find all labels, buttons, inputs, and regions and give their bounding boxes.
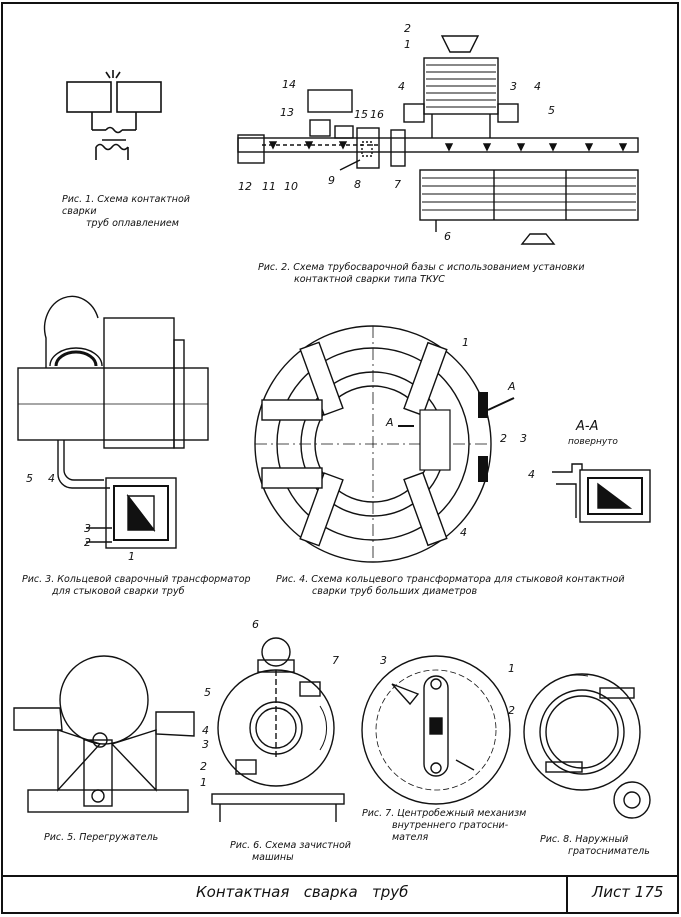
fig2-label-4b: 4 xyxy=(534,80,541,93)
fig8-caption-line2: гратосниматель xyxy=(568,846,650,857)
sheet-number: Лист 175 xyxy=(592,883,664,901)
fig3-caption-line1: Рис. 3. Кольцевой сварочный трансформато… xyxy=(22,574,251,585)
fig4-section-note: повернуто xyxy=(568,437,618,447)
fig2-label-3: 3 xyxy=(510,80,517,93)
fig3-label-4: 4 xyxy=(48,472,55,485)
fig2-caption: Рис. 2. Схема трубосварочной базы с испо… xyxy=(258,262,628,286)
fig2-label-6: 6 xyxy=(444,230,451,243)
fig3-labels: 1 2 3 4 5 xyxy=(26,472,135,563)
fig5-drawing xyxy=(13,655,195,813)
fig2-label-10: 10 xyxy=(284,180,298,193)
fig4-labels: 1 2 3 4 A A А-А повернуто 4 xyxy=(385,336,618,539)
fig8-caption-line1: Рис. 8. Наружный xyxy=(540,834,629,845)
fig7-label-1: 1 xyxy=(508,662,515,675)
fig2-label-14: 14 xyxy=(282,78,296,91)
fig3-drawing xyxy=(17,295,209,549)
fig4-section-title: А-А xyxy=(575,419,598,434)
fig3-caption-line2: для стыковой сварки труб xyxy=(52,586,185,597)
fig2-caption-line2: контактной сварки типа ТКУС xyxy=(294,274,445,285)
fig4-label-2: 2 xyxy=(500,432,507,445)
fig7-label-2: 2 xyxy=(508,704,515,717)
fig7-caption-line2: внутреннего гратосни- xyxy=(392,820,509,831)
fig2-label-4a: 4 xyxy=(398,80,405,93)
fig4-section-label-4: 4 xyxy=(528,468,535,481)
fig7-caption: Рис. 7. Центробежный механизм внутреннег… xyxy=(362,808,532,844)
fig8-drawing xyxy=(523,673,651,819)
fig1-caption: Рис. 1. Схема контактной сварки труб опл… xyxy=(62,194,212,230)
fig2-label-16: 16 xyxy=(370,108,384,121)
fig1-drawing xyxy=(66,70,162,160)
fig2-label-15: 15 xyxy=(354,108,368,121)
fig3-caption: Рис. 3. Кольцевой сварочный трансформато… xyxy=(22,574,262,598)
fig6-caption: Рис. 6. Схема зачистной машины xyxy=(230,840,370,864)
fig2-label-2: 2 xyxy=(404,22,411,35)
fig2-label-7: 7 xyxy=(394,178,401,191)
fig6-label-2: 2 xyxy=(200,760,207,773)
fig2-label-12: 12 xyxy=(238,180,252,193)
fig2-drawing xyxy=(237,35,639,245)
fig2-label-1: 1 xyxy=(404,38,411,51)
fig6-caption-line1: Рис. 6. Схема зачистной xyxy=(230,840,351,851)
fig2-label-5: 5 xyxy=(548,104,555,117)
fig7-caption-line3: мателя xyxy=(392,832,429,843)
fig6-labels: 1 2 3 4 5 6 7 xyxy=(200,618,339,789)
fig7-label-3: 3 xyxy=(380,654,387,667)
fig5-caption: Рис. 5. Перегружатель xyxy=(44,832,184,844)
fig7-caption-line1: Рис. 7. Центробежный механизм xyxy=(362,808,527,819)
fig3-label-1: 1 xyxy=(128,550,135,563)
fig4-caption: Рис. 4. Схема кольцевого трансформатора … xyxy=(276,574,666,598)
fig4-label-1: 1 xyxy=(462,336,469,349)
fig5-caption-line1: Рис. 5. Перегружатель xyxy=(44,832,159,843)
fig4-drawing xyxy=(254,325,651,563)
fig2-label-11: 11 xyxy=(262,180,276,193)
fig6-label-1: 1 xyxy=(200,776,207,789)
fig3-label-5: 5 xyxy=(26,472,33,485)
fig2-label-9: 9 xyxy=(328,174,335,187)
fig4-label-4: 4 xyxy=(460,526,467,539)
fig6-label-4: 4 xyxy=(202,724,209,737)
fig2-caption-line1: Рис. 2. Схема трубосварочной базы с испо… xyxy=(258,262,585,273)
fig4-caption-line2: сварки труб больших диаметров xyxy=(312,586,478,597)
fig8-caption: Рис. 8. Наружный гратосниматель xyxy=(540,834,670,858)
fig2-labels: 1 2 3 4 4 5 6 7 8 9 10 11 12 13 14 15 16 xyxy=(238,22,555,243)
fig4-label-A-left: A xyxy=(385,416,394,429)
fig3-label-2: 2 xyxy=(84,536,91,549)
fig6-label-6: 6 xyxy=(252,618,259,631)
fig6-label-5: 5 xyxy=(204,686,211,699)
fig4-label-A-right: A xyxy=(507,380,516,393)
fig1-caption-line1: Рис. 1. Схема контактной сварки xyxy=(62,194,190,217)
fig7-drawing xyxy=(361,655,511,805)
fig1-caption-line2: труб оплавлением xyxy=(86,218,179,229)
fig6-drawing xyxy=(211,637,345,822)
fig6-label-7: 7 xyxy=(332,654,339,667)
fig6-caption-line2: машины xyxy=(252,852,294,863)
fig3-label-3: 3 xyxy=(84,522,91,535)
fig4-label-3: 3 xyxy=(520,432,527,445)
fig2-label-8: 8 xyxy=(354,178,361,191)
sheet-title: Контактная сварка труб xyxy=(196,883,409,901)
fig7-labels: 1 2 3 xyxy=(380,654,515,717)
fig2-label-13: 13 xyxy=(280,106,294,119)
fig4-caption-line1: Рис. 4. Схема кольцевого трансформатора … xyxy=(276,574,625,585)
fig6-label-3: 3 xyxy=(202,738,209,751)
